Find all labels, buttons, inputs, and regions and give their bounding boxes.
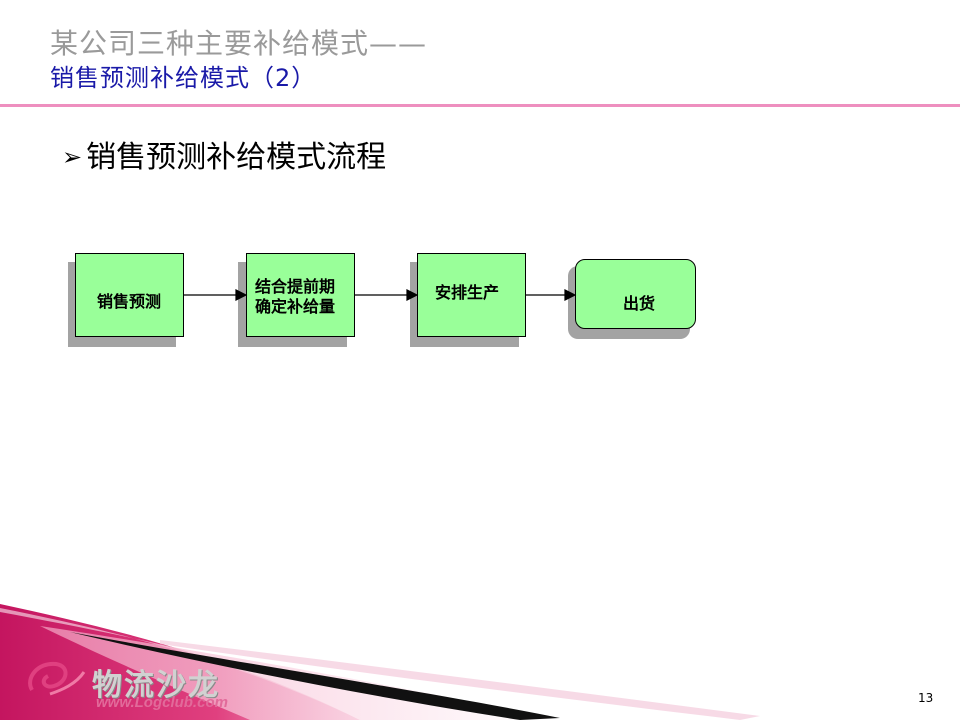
slide-title-line2: 销售预测补给模式（2）: [50, 64, 317, 92]
flow-step-label-line2: 确定补给量: [255, 297, 336, 316]
flow-step-determine-quantity[interactable]: 结合提前期 确定补给量: [246, 253, 355, 337]
slide-title-line1: 某公司三种主要补给模式——: [50, 27, 428, 60]
bullet-heading-text: 销售预测补给模式流程: [86, 140, 387, 175]
bullet-heading: ➢销售预测补给模式流程: [62, 132, 386, 176]
logo-swirl-icon: [28, 661, 86, 696]
title-divider: [0, 104, 960, 107]
flow-step-label: 安排生产: [435, 283, 500, 302]
flow-step-sales-forecast[interactable]: 销售预测: [75, 253, 184, 337]
logo-url-link[interactable]: www.Logclub.com: [96, 694, 228, 711]
page-number: 13: [918, 691, 934, 705]
bullet-arrow-icon: ➢: [62, 143, 83, 171]
flow-step-label: 出货: [623, 294, 656, 313]
flow-step-label-line1: 结合提前期: [255, 277, 336, 296]
logo-wordmark: 物流沙龙: [92, 668, 220, 703]
flow-step-label: 销售预测: [97, 292, 162, 311]
